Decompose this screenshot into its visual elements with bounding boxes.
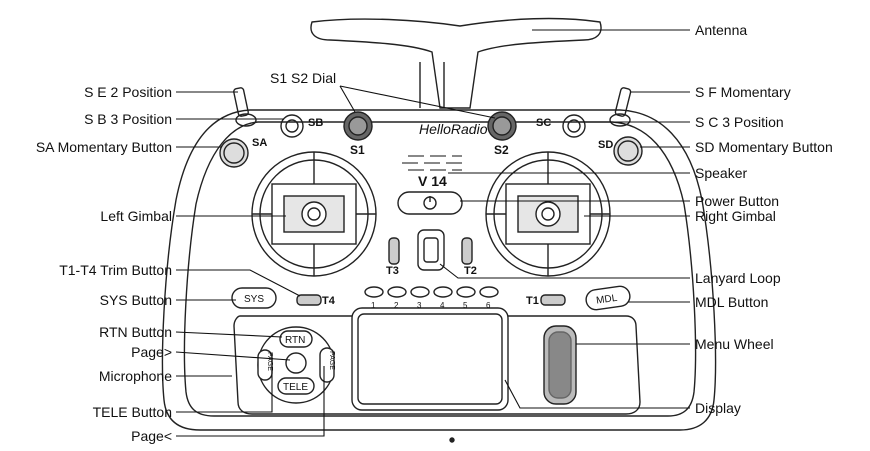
- label-page-prev: Page<: [131, 428, 172, 444]
- label-tele: TELE Button: [92, 404, 172, 420]
- svg-text:2: 2: [394, 301, 399, 310]
- model-label: V 14: [418, 173, 447, 189]
- s1-label: S1: [350, 143, 365, 157]
- left-gimbal-icon: [251, 151, 377, 277]
- sa-button-icon: [219, 138, 249, 168]
- label-antenna: Antenna: [695, 22, 748, 38]
- svg-text:3: 3: [417, 301, 422, 310]
- svg-text:5: 5: [463, 301, 468, 310]
- label-right-gimbal: Right Gimbal: [695, 208, 776, 224]
- right-gimbal-icon: [485, 151, 611, 277]
- s1-dial-icon: [343, 111, 373, 141]
- brand-logo: HelloRadio: [419, 121, 488, 137]
- label-s1s2-dial: S1 S2 Dial: [270, 70, 337, 86]
- label-rtn: RTN Button: [99, 324, 172, 340]
- t3-trim-icon: [388, 237, 400, 265]
- label-page-next: Page>: [131, 344, 172, 360]
- label-left-gimbal: Left Gimbal: [100, 208, 172, 224]
- t4-trim-icon: [296, 294, 322, 306]
- mdl-button-icon: [585, 285, 631, 311]
- label-sa-momentary: SA Momentary Button: [35, 139, 172, 155]
- svg-text:6: 6: [486, 301, 491, 310]
- speaker-icon: [402, 155, 462, 171]
- page-left-key-label: PAGE: [266, 352, 273, 371]
- page-right-key-label: PAGE: [328, 351, 335, 370]
- label-sb3: S B 3 Position: [84, 111, 172, 127]
- t2-label: T2: [464, 265, 477, 277]
- sc-label: SC: [536, 117, 551, 129]
- s2-dial-icon: [487, 111, 517, 141]
- lanyard-loop-icon: [417, 229, 445, 271]
- sd-label: SD: [598, 139, 613, 151]
- nav-cluster-icon: [257, 326, 335, 404]
- t2-trim-icon: [461, 237, 473, 265]
- t3-label: T3: [386, 265, 399, 277]
- label-lanyard: Lanyard Loop: [695, 270, 781, 286]
- label-sys: SYS Button: [99, 292, 172, 308]
- svg-text:4: 4: [440, 301, 445, 310]
- s2-label: S2: [494, 143, 509, 157]
- label-trim: T1-T4 Trim Button: [59, 262, 172, 278]
- label-se2: S E 2 Position: [84, 84, 172, 100]
- rtn-key-label: RTN: [285, 335, 305, 346]
- sb-label: SB: [308, 117, 323, 129]
- label-display: Display: [695, 400, 741, 416]
- leader-lines: [175, 29, 690, 437]
- microphone-hole-icon: [449, 437, 455, 443]
- display-icon: [351, 307, 509, 411]
- sys-key-label: SYS: [244, 294, 264, 305]
- menu-wheel-icon: [543, 325, 577, 405]
- se-switch-icon: [233, 87, 257, 127]
- label-microphone: Microphone: [98, 368, 172, 384]
- label-mdl: MDL Button: [695, 294, 769, 310]
- label-sd-momentary: SD Momentary Button: [695, 139, 833, 155]
- label-sf-momentary: S F Momentary: [695, 84, 791, 100]
- svg-text:1: 1: [371, 301, 376, 310]
- label-sc3: S C 3 Position: [695, 114, 784, 130]
- label-speaker: Speaker: [695, 165, 748, 181]
- power-button-icon: [397, 191, 463, 215]
- sc-switch-icon: [562, 114, 586, 138]
- label-power: Power Button: [695, 193, 780, 209]
- sys-button-icon: [231, 287, 277, 309]
- channel-numbers: 1 2 3 4 5 6: [371, 301, 491, 310]
- t1-trim-icon: [540, 294, 566, 306]
- sa-label: SA: [252, 137, 267, 149]
- sd-button-icon: [613, 136, 643, 166]
- sb-switch-icon: [280, 114, 304, 138]
- t4-label: T4: [322, 295, 336, 307]
- tele-key-label: TELE: [283, 382, 308, 393]
- mdl-key-label: MDL: [596, 293, 619, 307]
- antenna-icon: [310, 17, 602, 109]
- t1-label: T1: [526, 295, 539, 307]
- sf-switch-icon: [609, 87, 632, 127]
- channel-indicators: [364, 286, 499, 298]
- label-menu-wheel: Menu Wheel: [695, 336, 774, 352]
